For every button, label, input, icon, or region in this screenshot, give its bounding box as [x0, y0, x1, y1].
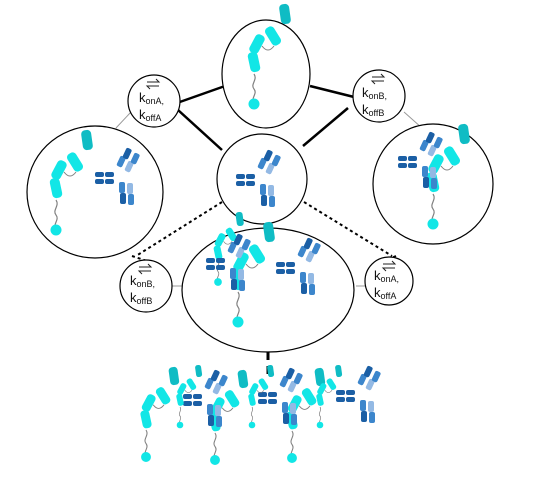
dashed-center-left — [135, 201, 223, 257]
rate-label-top-left: konA, koffA — [127, 74, 181, 128]
connector-right-center — [302, 107, 349, 147]
rate-label-top-right: konB, koffB — [352, 69, 406, 123]
state-bubble-ternary-complex — [181, 211, 355, 353]
state-bubble-bound-arm-a — [26, 125, 164, 259]
state-bubble-free-antibody — [216, 133, 308, 225]
svg-text:koffB: koffB — [362, 102, 384, 118]
svg-text:koffB: koffB — [130, 290, 152, 306]
svg-text:konA,: konA, — [139, 90, 164, 106]
svg-text:konB,: konB, — [130, 273, 155, 289]
state-bubble-free-receptor — [221, 2, 311, 129]
dashed-center-right — [303, 201, 393, 257]
svg-text:konB,: konB, — [362, 85, 387, 101]
connector-left-center — [177, 109, 223, 151]
svg-text:konA,: konA, — [374, 268, 399, 284]
rate-label-bottom-left: konB, koffB — [119, 259, 173, 313]
rate-label-bottom-right: konA, koffA — [364, 256, 414, 306]
state-bubble-bound-arm-b — [372, 122, 494, 245]
svg-text:koffA: koffA — [374, 285, 396, 301]
connector-top-right-bubble — [309, 84, 355, 99]
connector-left-outer — [115, 111, 132, 129]
cell-surface-cluster — [139, 364, 382, 466]
svg-text:koffA: koffA — [139, 107, 161, 123]
